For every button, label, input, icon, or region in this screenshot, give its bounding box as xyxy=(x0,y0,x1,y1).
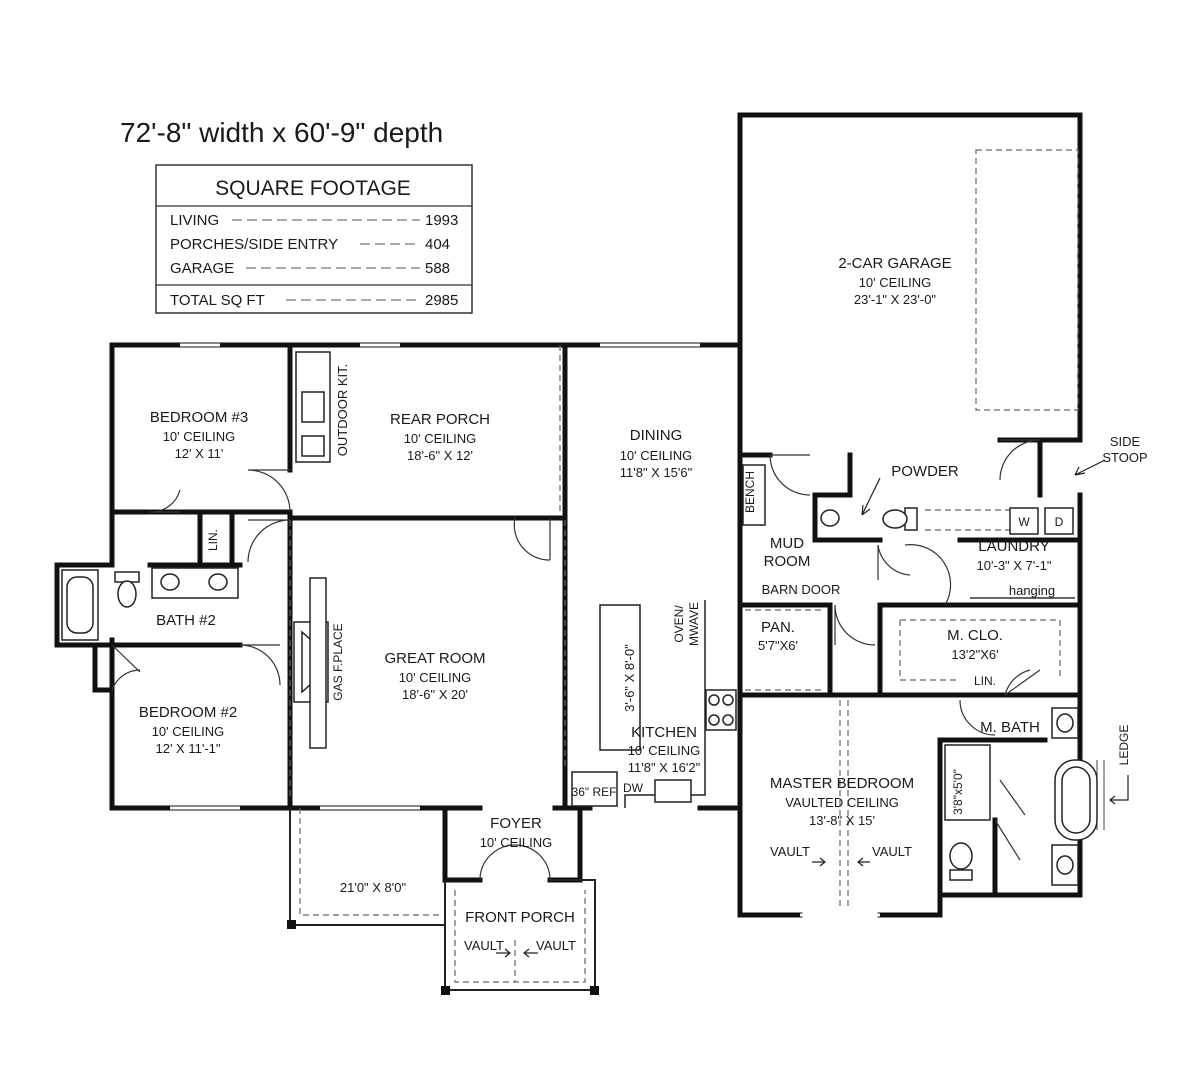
mud-room-line2: ROOM xyxy=(764,553,811,570)
kitchen-sink xyxy=(654,779,692,803)
master-closet-name: M. CLO. xyxy=(947,627,1003,644)
washer-label: W xyxy=(1018,515,1030,529)
kitchen-name: KITCHEN xyxy=(631,724,697,741)
sqft-porches-label: PORCHES/SIDE ENTRY xyxy=(170,236,338,253)
bedroom2-size: 12' X 11'-1" xyxy=(156,741,221,756)
dining-size: 11'8" X 15'6" xyxy=(620,465,693,480)
dishwasher-label: DW xyxy=(623,781,644,795)
garage-ceiling: 10' CEILING xyxy=(859,275,932,290)
master-sink-top xyxy=(1056,713,1074,733)
master-bedroom-name: MASTER BEDROOM xyxy=(770,775,914,792)
oven-line1: OVEN/ xyxy=(672,605,686,643)
foyer-name: FOYER xyxy=(490,815,542,832)
dining-ceiling: 10' CEILING xyxy=(620,448,693,463)
sqft-living-value: 1993 xyxy=(425,212,458,229)
master-vault-left: VAULT xyxy=(770,844,810,859)
laundry-hanging: hanging xyxy=(1009,583,1055,598)
refrigerator xyxy=(571,771,618,807)
kitchen-size: 11'8" X 16'2" xyxy=(628,760,701,775)
bench xyxy=(742,464,766,526)
bench-label: BENCH xyxy=(743,471,757,513)
mud-room-line1: MUD xyxy=(770,535,804,552)
master-bedroom-size: 13'-8" X 15' xyxy=(809,813,875,828)
ledge-label: LEDGE xyxy=(1117,725,1131,766)
side-porch-size: 21'0" X 8'0" xyxy=(340,880,407,895)
master-linen-label: LIN. xyxy=(974,674,996,688)
great-room-name: GREAT ROOM xyxy=(384,650,485,667)
dryer-label: D xyxy=(1055,515,1064,529)
rear-porch-ceiling: 10' CEILING xyxy=(404,431,477,446)
powder-name: POWDER xyxy=(891,463,959,480)
porches xyxy=(287,808,599,995)
master-bedroom-ceiling: VAULTED CEILING xyxy=(785,795,899,810)
kitchen-island xyxy=(599,604,641,751)
plan-dimensions: 72'-8" width x 60'-9" depth xyxy=(120,117,443,148)
master-sink-bottom xyxy=(1056,855,1074,875)
doors xyxy=(111,439,1041,881)
barn-door-label: BARN DOOR xyxy=(762,582,841,597)
sqft-garage-value: 588 xyxy=(425,260,450,277)
garage-name: 2-CAR GARAGE xyxy=(838,255,951,272)
labels: 2-CAR GARAGE 10' CEILING 23'-1" X 23'-0"… xyxy=(139,255,1148,953)
sqft-total-label: TOTAL SQ FT xyxy=(170,292,265,309)
hall-linen-label: LIN. xyxy=(206,529,220,551)
great-room-size: 18'-6" X 20' xyxy=(402,687,468,702)
front-vault-left: VAULT xyxy=(464,938,504,953)
square-footage-heading: SQUARE FOOTAGE xyxy=(215,177,411,200)
rear-porch-name: REAR PORCH xyxy=(390,411,490,428)
hearth xyxy=(309,577,327,749)
dining-name: DINING xyxy=(630,427,683,444)
side-stoop-line2: STOOP xyxy=(1102,450,1147,465)
master-vault-right: VAULT xyxy=(872,844,912,859)
island-size: 3'-6" X 8'-0" xyxy=(622,644,637,712)
pantry-name: PAN. xyxy=(761,619,795,636)
shower-size: 3'8"x5'0" xyxy=(951,769,965,815)
bedroom2-ceiling: 10' CEILING xyxy=(152,724,225,739)
master-closet-size: 13'2"X6' xyxy=(951,647,998,662)
gas-fireplace-label: GAS F.PLACE xyxy=(331,623,345,700)
laundry-size: 10'-3" X 7'-1" xyxy=(977,558,1052,573)
bedroom3-size: 12' X 11' xyxy=(175,446,224,461)
washer xyxy=(1009,507,1039,535)
oven-line2: MWAVE xyxy=(687,602,701,646)
side-stoop-line1: SIDE xyxy=(1110,434,1141,449)
laundry-name: LAUNDRY xyxy=(978,538,1049,555)
sqft-living-label: LIVING xyxy=(170,212,219,229)
sqft-total-value: 2985 xyxy=(425,292,458,309)
powder-sink xyxy=(820,509,840,527)
pantry-size: 5'7"X6' xyxy=(758,638,798,653)
master-bath-name: M. BATH xyxy=(980,719,1040,736)
shower xyxy=(944,744,991,821)
sqft-garage-label: GARAGE xyxy=(170,260,234,277)
front-vault-right: VAULT xyxy=(536,938,576,953)
dryer xyxy=(1044,507,1074,535)
master-toilet xyxy=(949,869,973,881)
foyer-ceiling: 10' CEILING xyxy=(480,835,553,850)
bedroom3-ceiling: 10' CEILING xyxy=(163,429,236,444)
bath2-name: BATH #2 xyxy=(156,612,216,629)
fixtures xyxy=(61,351,1098,886)
bedroom2-name: BEDROOM #2 xyxy=(139,704,237,721)
bedroom3-name: BEDROOM #3 xyxy=(150,409,248,426)
rear-porch-size: 18'-6" X 12' xyxy=(407,448,473,463)
refrigerator-label: 36" REF xyxy=(572,785,617,799)
kitchen-ceiling: 10' CEILING xyxy=(628,743,701,758)
garage-size: 23'-1" X 23'-0" xyxy=(854,292,937,307)
great-room-ceiling: 10' CEILING xyxy=(399,670,472,685)
arrows xyxy=(496,459,1129,958)
dashed-lines xyxy=(289,345,1061,910)
square-footage-table: SQUARE FOOTAGE LIVING 1993 PORCHES/SIDE … xyxy=(155,164,473,314)
front-porch-name: FRONT PORCH xyxy=(465,909,575,926)
sqft-porches-value: 404 xyxy=(425,236,450,253)
outdoor-kitchen-label: OUTDOOR KIT. xyxy=(335,364,350,456)
walls xyxy=(54,112,1083,918)
